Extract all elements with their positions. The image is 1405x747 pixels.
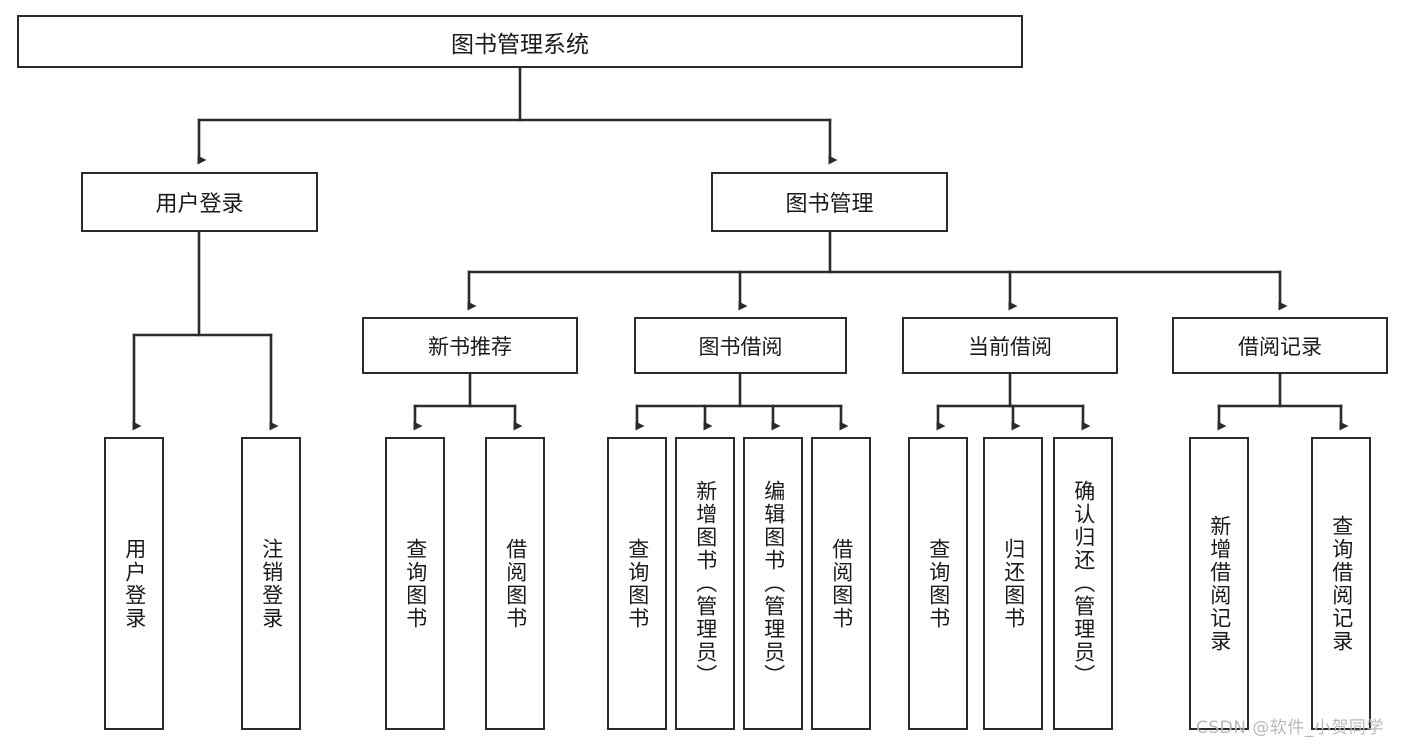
leaf-label: 编辑图书（管理员） <box>761 480 786 687</box>
leaf-label: 查询借阅记录 <box>1329 514 1354 653</box>
node-book-borrow-label: 图书借阅 <box>698 334 783 359</box>
leaf-label: 新增借阅记录 <box>1207 514 1232 653</box>
leaf-query-book-borrow[interactable]: 查询图书 <box>607 437 667 730</box>
node-book-borrow[interactable]: 图书借阅 <box>634 317 847 374</box>
node-borrow-record-label: 借阅记录 <box>1238 334 1322 359</box>
leaf-user-login[interactable]: 用户登录 <box>104 437 164 730</box>
leaf-label: 用户登录 <box>122 537 147 630</box>
leaf-label: 确认归还（管理员） <box>1071 480 1096 687</box>
leaf-return-book[interactable]: 归还图书 <box>983 437 1043 730</box>
leaf-label: 借阅图书 <box>503 537 528 630</box>
leaf-confirm-return-admin[interactable]: 确认归还（管理员） <box>1053 437 1113 730</box>
leaf-query-borrow-record[interactable]: 查询借阅记录 <box>1311 437 1371 730</box>
node-new-book-recommend[interactable]: 新书推荐 <box>362 317 578 374</box>
leaf-add-borrow-record[interactable]: 新增借阅记录 <box>1189 437 1249 730</box>
leaf-label: 新增图书（管理员） <box>693 480 718 687</box>
leaf-label: 查询图书 <box>625 537 650 630</box>
leaf-query-book-recommend[interactable]: 查询图书 <box>385 437 445 730</box>
leaf-logout[interactable]: 注销登录 <box>241 437 301 730</box>
node-book-management[interactable]: 图书管理 <box>711 172 948 232</box>
node-user-login[interactable]: 用户登录 <box>81 172 318 232</box>
node-root[interactable]: 图书管理系统 <box>17 15 1023 68</box>
node-root-label: 图书管理系统 <box>451 31 589 58</box>
leaf-edit-book-admin[interactable]: 编辑图书（管理员） <box>743 437 803 730</box>
node-user-login-label: 用户登录 <box>155 192 244 217</box>
node-current-borrow[interactable]: 当前借阅 <box>902 317 1118 374</box>
leaf-borrow-book[interactable]: 借阅图书 <box>811 437 871 730</box>
node-current-borrow-label: 当前借阅 <box>968 334 1052 359</box>
leaf-label: 归还图书 <box>1001 537 1026 630</box>
leaf-label: 查询图书 <box>403 537 428 630</box>
csdn-watermark: CSDN @软件_小贺同学 <box>1196 718 1384 738</box>
node-borrow-record[interactable]: 借阅记录 <box>1172 317 1388 374</box>
leaf-label: 查询图书 <box>926 537 951 630</box>
leaf-add-book-admin[interactable]: 新增图书（管理员） <box>675 437 735 730</box>
leaf-label: 借阅图书 <box>829 537 854 630</box>
node-new-book-recommend-label: 新书推荐 <box>428 334 512 359</box>
node-book-management-label: 图书管理 <box>785 192 874 217</box>
leaf-query-book-current[interactable]: 查询图书 <box>908 437 968 730</box>
leaf-borrow-book-recommend[interactable]: 借阅图书 <box>485 437 545 730</box>
leaf-label: 注销登录 <box>259 537 284 630</box>
